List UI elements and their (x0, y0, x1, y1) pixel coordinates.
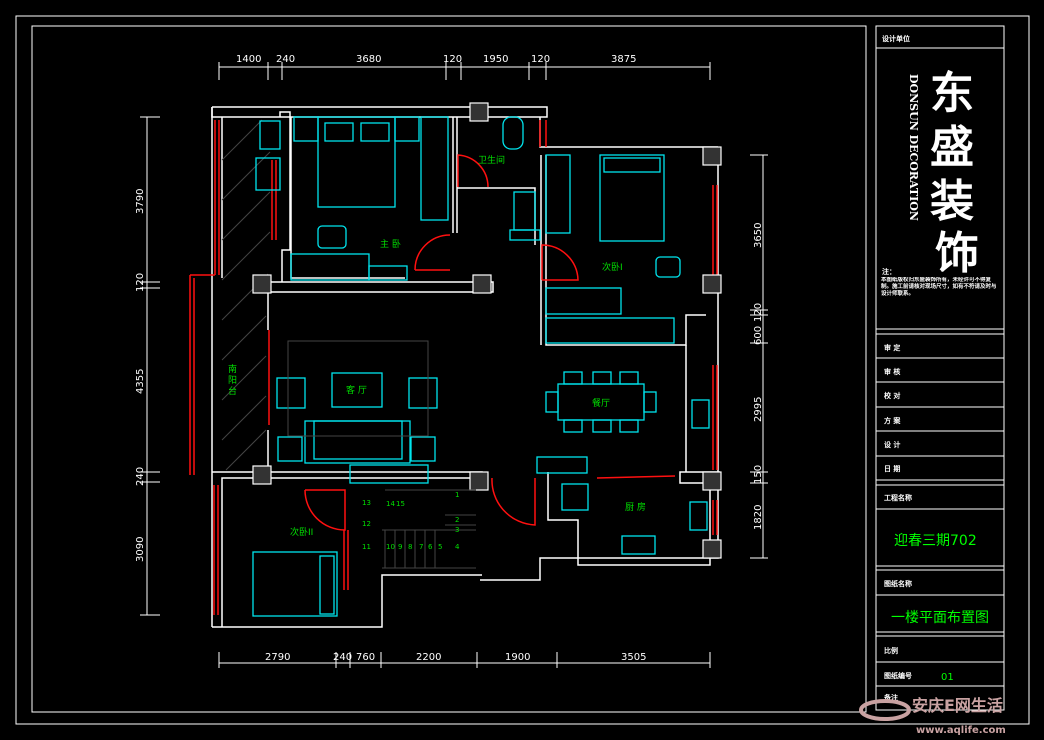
label-text: 阳 (228, 375, 237, 386)
label-text: 1900 (505, 652, 530, 663)
label-text: 120 (753, 303, 764, 322)
label-text: 14 (386, 500, 395, 508)
room-label-dining-room: 餐厅 (592, 397, 610, 409)
label-text: 760 (356, 652, 375, 663)
room-label-living-room: 客 厅 (346, 384, 367, 396)
logo-char: 饰 (935, 228, 979, 279)
label-text: 注： (882, 267, 896, 276)
label-text: 9 (398, 543, 402, 551)
label-text: 600 (753, 326, 764, 345)
label-text: 15 (396, 500, 405, 508)
label-text: 150 (753, 465, 764, 484)
label-text: 240 (276, 54, 295, 65)
label-text: 2790 (265, 652, 290, 663)
logo-english: DONSUN DECORATION (907, 74, 920, 221)
drawing-name: 一楼平面布置图 (891, 610, 989, 626)
label-text: 2200 (416, 652, 441, 663)
windows (189, 120, 718, 615)
label-text: 日 期 (884, 464, 900, 473)
label-text: 120 (443, 54, 462, 65)
label-text: 3790 (135, 189, 146, 214)
inner-frame (31, 25, 867, 713)
label-text: 3650 (753, 223, 764, 248)
label-text: 4 (455, 543, 460, 551)
room-label-master-bedroom: 主 卧 (380, 238, 401, 250)
room-label-kitchen: 厨 房 (625, 501, 646, 513)
doors (304, 154, 579, 531)
title-block: 设计单位 东 盛 装 饰 DONSUN DECORATION 注： 本图纸版权归… (875, 25, 1005, 711)
label-text: 3090 (135, 537, 146, 562)
label-text: 安庆E网生活 (912, 696, 1003, 715)
label-text: 备注 (883, 693, 898, 702)
label-text: 120 (135, 273, 146, 292)
balcony-hatch (221, 119, 271, 471)
label-text: 3 (455, 526, 459, 534)
label-text: 10 (386, 543, 395, 551)
room-label-bedroom-2: 次卧II (290, 526, 313, 538)
label-text: 240 (135, 467, 146, 486)
dimension-bottom: 2790 240 760 2200 1900 3505 (218, 652, 711, 668)
label-text: 120 (531, 54, 550, 65)
label-text: 审 定 (884, 343, 900, 352)
label-text: 3505 (621, 652, 646, 663)
dimension-right: 3650 600 120 2995 150 1820 (750, 154, 768, 559)
label-text: 校 对 (884, 391, 900, 400)
outer-frame (15, 15, 1030, 725)
label-text: 图纸名称 (884, 579, 912, 588)
dimension-top: 1400 240 3680 120 1950 120 3875 (218, 54, 711, 80)
label-text: 图纸编号 (884, 671, 912, 680)
label-text: 11 (362, 543, 371, 551)
label-text: 1400 (236, 54, 261, 65)
label-text: 台 (228, 385, 237, 397)
label-text: 方 案 (884, 416, 901, 425)
label-text: 设计单位 (882, 34, 910, 43)
label-text: 审 核 (884, 367, 900, 376)
label-text: 3875 (611, 54, 636, 65)
watermark: 安庆E网生活 www.aqlife.com (859, 696, 1006, 736)
room-label-balcony: 南 (228, 363, 237, 375)
room-label-bathroom: 卫生间 (478, 154, 505, 166)
label-text: 工程名称 (884, 493, 912, 502)
label-text: 8 (408, 543, 412, 551)
label-text: 2995 (753, 397, 764, 422)
project-name: 迎春三期702 (894, 533, 977, 549)
label-text: 6 (428, 543, 433, 551)
dimension-left: 3790 120 4355 240 3090 (135, 116, 160, 616)
logo-char: 装 (930, 176, 974, 227)
logo-char: 东 (930, 68, 974, 119)
stair-step-numbers: 1 2 3 4 5 6 7 8 9 10 11 12 13 14 15 (362, 491, 460, 551)
label-text: 1 (455, 491, 459, 499)
label-text: 比例 (884, 646, 898, 655)
label-text: 240 (333, 652, 352, 663)
label-text: www.aqlife.com (916, 725, 1006, 736)
label-text: 2 (455, 516, 459, 524)
logo-char: 盛 (930, 122, 974, 173)
structural-columns (252, 102, 722, 559)
note-text: 本图纸版权归东盛装饰所有，未经许可不得复制。施工前请核对现场尺寸，如有不符请及时… (881, 277, 997, 297)
drawing-number: 01 (941, 672, 954, 683)
label-text: 设 计 (884, 440, 900, 449)
label-text: 3680 (356, 54, 381, 65)
label-text: 12 (362, 520, 371, 528)
label-text: 5 (438, 543, 442, 551)
label-text: 1950 (483, 54, 508, 65)
room-labels: 主 卧 卫生间 次卧I 客 厅 餐厅 厨 房 次卧II 南 阳 台 (228, 154, 646, 538)
furniture (252, 116, 710, 617)
label-text: 1820 (753, 505, 764, 530)
label-text: 13 (362, 499, 371, 507)
stairs (287, 340, 476, 569)
label-text: 4355 (135, 369, 146, 394)
room-label-bedroom-1: 次卧I (602, 261, 623, 273)
label-text: 7 (419, 543, 423, 551)
